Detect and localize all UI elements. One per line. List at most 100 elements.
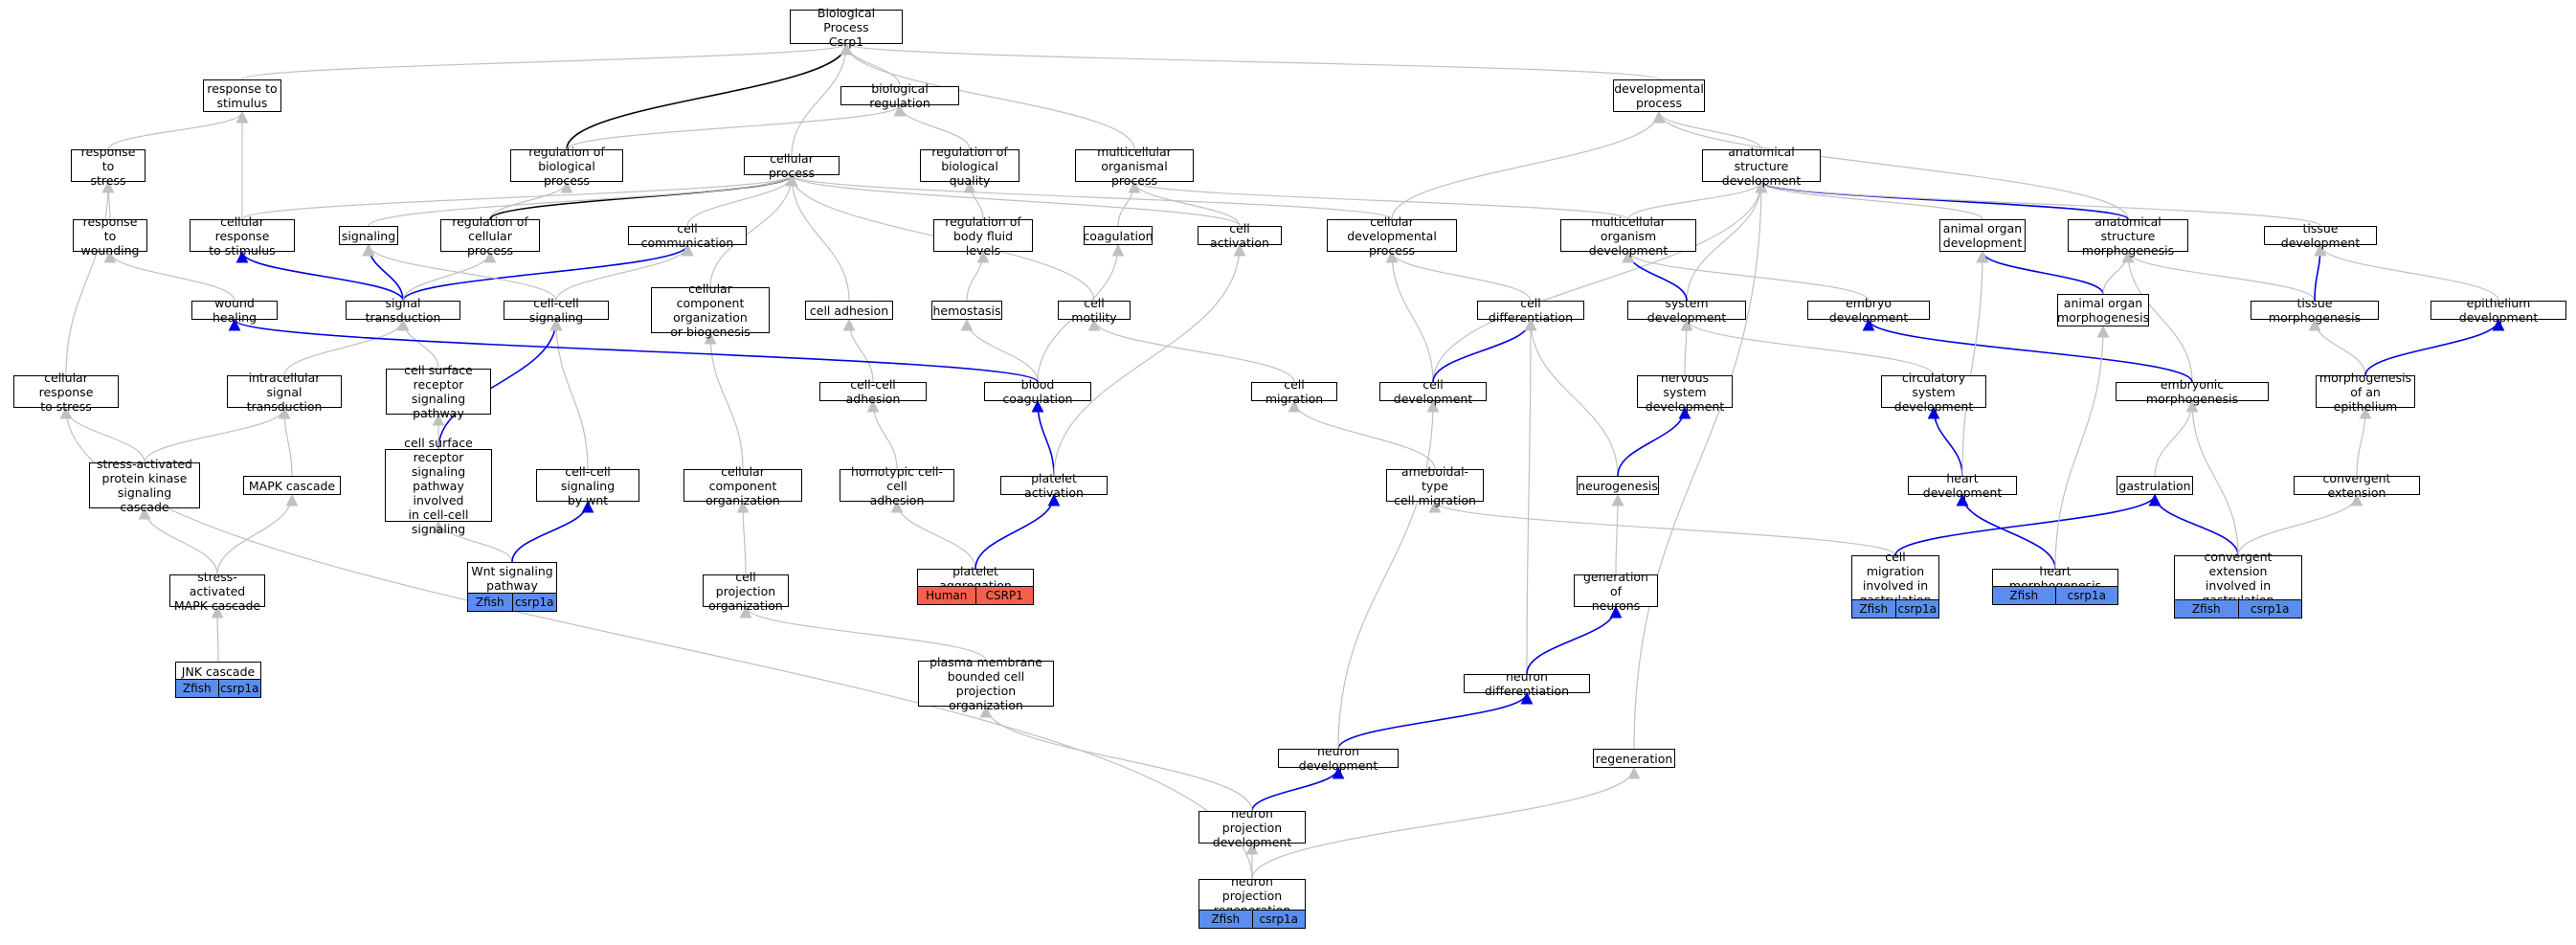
go-term-sapk[interactable]: stress-activated protein kinase signalin… <box>89 457 200 514</box>
go-term-cell-comm[interactable]: cell communication <box>628 221 747 250</box>
go-term-animal-organ-morph[interactable]: animal organ morphogenesis <box>2056 294 2150 326</box>
go-term-cell-adh[interactable]: cell adhesion <box>805 301 893 320</box>
edge-plat_agg-to-plat_act <box>974 493 1061 570</box>
go-term-cell-dev-proc[interactable]: cellular developmental process <box>1327 214 1457 258</box>
go-term-plat-agg[interactable]: platelet aggregation <box>917 564 1034 593</box>
go-term-heart-dev[interactable]: heart development <box>1908 471 2017 500</box>
go-term-heart-morph[interactable]: heart morphogenesis <box>1992 564 2118 593</box>
go-term-csr-sig[interactable]: cell surface receptor signaling pathway <box>386 363 491 420</box>
go-term-cell-resp-stim[interactable]: cellular response to stimulus <box>190 214 295 258</box>
go-term-plat-act[interactable]: platelet activation <box>1000 471 1108 500</box>
edge-npr-to-regeneration <box>1251 766 1641 880</box>
go-term-reg-bp[interactable]: regulation of biological process <box>510 145 623 188</box>
go-term-epith-dev[interactable]: epithelium development <box>2430 296 2566 325</box>
go-term-cc-sig[interactable]: cell-cell signaling <box>504 296 609 325</box>
go-term-cell-dev[interactable]: cell development <box>1379 377 1487 406</box>
edge-conv_ext-to-morph_epith <box>2356 406 2372 477</box>
go-term-cell-act[interactable]: cell activation <box>1198 221 1282 250</box>
go-term-resp-stress[interactable]: response to stress <box>71 145 146 188</box>
go-term-neurogenesis[interactable]: neurogenesis <box>1577 476 1659 495</box>
go-term-animal-organ-dev[interactable]: animal organ development <box>1939 219 2026 252</box>
edge-multi_org_dev-to-multi_proc <box>1128 180 1629 220</box>
edge-heart_dev-to-animal_organ_dev <box>1961 250 1989 477</box>
go-term-nerv-dev[interactable]: nervous system development <box>1637 371 1733 414</box>
go-term-ce-gast[interactable]: convergent extension involved in gastrul… <box>2174 550 2302 607</box>
go-term-cell-resp-stress[interactable]: cellular response to stress <box>13 371 119 414</box>
edge-gen_neurons-to-neurogenesis <box>1611 493 1624 575</box>
go-term-resp-stim[interactable]: response to stimulus <box>203 79 281 112</box>
go-term-multi-proc[interactable]: multicellular organismal process <box>1075 145 1194 188</box>
go-term-multi-org-dev[interactable]: multicellular organism development <box>1560 214 1696 258</box>
go-term-cell-motility[interactable]: cell motility <box>1058 296 1131 325</box>
go-term-wound-heal[interactable]: wound healing <box>191 296 278 325</box>
go-term-tissue-morph[interactable]: tissue morphogenesis <box>2251 296 2379 325</box>
go-term-cell-diff[interactable]: cell differentiation <box>1477 296 1584 325</box>
edge-anat_morph-to-dev_proc <box>1652 110 2129 220</box>
edge-mapk-to-intra_sig <box>278 406 293 477</box>
go-term-neuron-diff[interactable]: neuron differentiation <box>1464 669 1590 698</box>
edge-cc_sig-to-cell_comm <box>555 243 694 302</box>
gene-label: csrp1a <box>1894 600 1939 619</box>
go-term-bp[interactable]: Biological Process Csrp1 <box>790 6 903 49</box>
go-term-csr-cc[interactable]: cell surface receptor signaling pathway … <box>385 436 492 536</box>
go-term-cell-proc[interactable]: cellular process <box>744 151 840 180</box>
edge-tissue_morph-to-tissue_dev <box>2314 243 2327 302</box>
edge-animal_organ_morph-to-animal_organ_dev <box>1976 250 2104 295</box>
go-term-anat-morph[interactable]: anatomical structure morphogenesis <box>2068 214 2188 258</box>
go-term-wnt[interactable]: Wnt signaling pathway <box>467 562 557 595</box>
go-term-gen-neurons[interactable]: generation of neurons <box>1574 570 1658 613</box>
go-term-sys-dev[interactable]: system development <box>1627 296 1746 325</box>
go-term-conv-ext[interactable]: convergent extension <box>2294 471 2420 500</box>
go-term-jnk[interactable]: JNK cascade <box>175 662 261 681</box>
edge-cc_sig-to-signaling <box>362 243 557 302</box>
species-label: Zfish <box>475 596 504 610</box>
go-term-sa-mapk[interactable]: stress-activated MAPK cascade <box>169 570 265 613</box>
go-term-reg-bfl[interactable]: regulation of body fluid levels <box>933 214 1033 258</box>
go-term-cell-proj-org[interactable]: cell projection organization <box>703 570 789 613</box>
edge-neuron_diff-to-gen_neurons <box>1526 605 1623 675</box>
go-term-amoeboid[interactable]: ameboidal-type cell migration <box>1386 464 1484 507</box>
edge-nerv_dev-to-sys_dev <box>1680 318 1693 376</box>
go-term-coag[interactable]: coagulation <box>1083 226 1154 245</box>
edge-cell_dev-to-cell_dev_proc <box>1385 250 1434 383</box>
go-term-hemostasis[interactable]: hemostasis <box>931 301 1002 320</box>
go-term-tissue-dev[interactable]: tissue development <box>2264 221 2377 250</box>
go-term-morph-epith[interactable]: morphogenesis of an epithelium <box>2316 371 2415 414</box>
go-term-pmbcpo[interactable]: plasma membrane bounded cell projection … <box>918 655 1054 712</box>
go-term-cm-gast[interactable]: cell migration involved in gastrulation <box>1851 550 1939 607</box>
go-term-intra-sig[interactable]: intracellular signal transduction <box>227 371 342 414</box>
go-term-neuron-dev[interactable]: neuron development <box>1278 744 1399 773</box>
go-term-blood-coag[interactable]: blood coagulation <box>984 377 1091 406</box>
edge-npd-to-neuron_dev <box>1251 766 1345 812</box>
go-term-homo-adh[interactable]: homotypic cell-cell adhesion <box>840 464 954 507</box>
go-term-gastrulation[interactable]: gastrulation <box>2117 476 2193 495</box>
go-term-resp-wound[interactable]: response to wounding <box>73 214 147 258</box>
go-term-bio-reg[interactable]: biological regulation <box>840 81 959 110</box>
edge-circ_dev-to-sys_dev <box>1680 318 1935 376</box>
go-term-cc-wnt[interactable]: cell-cell signaling by wnt <box>536 464 639 507</box>
go-term-regeneration[interactable]: regeneration <box>1593 749 1675 768</box>
go-term-circ-dev[interactable]: circulatory system development <box>1881 371 1986 414</box>
go-term-embryo-dev[interactable]: embryo development <box>1807 296 1930 325</box>
go-term-ccoob[interactable]: cellular component organization or bioge… <box>651 281 770 339</box>
edge-sapk-to-cell_resp_stress <box>59 406 146 463</box>
gene-label: csrp1a <box>217 680 261 698</box>
go-term-cc-adh[interactable]: cell-cell adhesion <box>819 377 927 406</box>
go-term-npd[interactable]: neuron projection development <box>1198 806 1306 849</box>
go-term-reg-cp[interactable]: regulation of cellular process <box>440 214 540 258</box>
go-term-embryo-morph[interactable]: embryonic morphogenesis <box>2116 377 2269 406</box>
go-term-mapk[interactable]: MAPK cascade <box>243 476 341 495</box>
go-term-reg-bq[interactable]: regulation of biological quality <box>920 145 1019 188</box>
go-term-npr[interactable]: neuron projection regeneration <box>1198 874 1306 917</box>
edge-dev_proc-to-bp <box>840 42 1660 80</box>
go-term-cell-mig[interactable]: cell migration <box>1251 377 1337 406</box>
go-term-signaling[interactable]: signaling <box>339 226 398 245</box>
go-term-anat-dev[interactable]: anatomical structure development <box>1702 145 1821 188</box>
go-term-dev-proc[interactable]: developmental process <box>1613 79 1705 112</box>
go-term-cco[interactable]: cellular component organization <box>683 464 802 507</box>
edge-reg_bq-to-bio_reg <box>893 103 971 150</box>
go-term-sig-trans[interactable]: signal transduction <box>346 296 460 325</box>
